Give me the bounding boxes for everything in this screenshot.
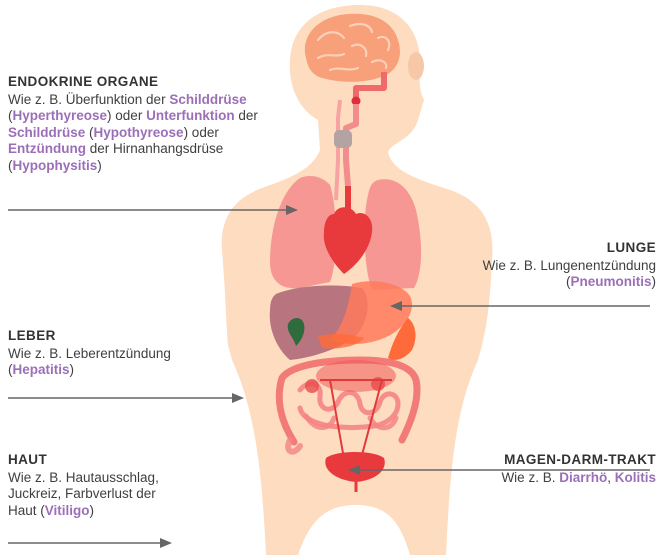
thyroid bbox=[334, 130, 352, 148]
label-description: Wie z. B. Überfunktion der Schilddrüse (… bbox=[8, 92, 270, 175]
label-title: LUNGE bbox=[416, 240, 656, 257]
text-segment: ) oder bbox=[107, 108, 146, 123]
text-segment: ) bbox=[652, 274, 657, 289]
label-endokrine-organe: ENDOKRINE ORGANE Wie z. B. Überfunktion … bbox=[8, 74, 270, 174]
label-title: HAUT bbox=[8, 452, 176, 469]
label-haut: HAUT Wie z. B. Hautausschlag, Juckreiz, … bbox=[8, 452, 176, 519]
highlighted-term: Pneumonitis bbox=[570, 274, 651, 289]
highlighted-term: Hyperthyreose bbox=[13, 108, 108, 123]
text-segment: , bbox=[607, 470, 615, 485]
text-segment: ) bbox=[70, 362, 75, 377]
highlighted-term: Schilddrüse bbox=[8, 125, 85, 140]
text-segment: ( bbox=[85, 125, 93, 140]
label-description: Wie z. B. Diarrhö, Kolitis bbox=[456, 470, 656, 487]
text-segment: Wie z. B. bbox=[501, 470, 559, 485]
arrow-haut bbox=[8, 538, 172, 548]
label-leber: LEBER Wie z. B. Leberentzündung (Hepatit… bbox=[8, 328, 208, 379]
highlighted-term: Vitiligo bbox=[45, 503, 90, 518]
text-segment: ) bbox=[97, 158, 102, 173]
label-title: ENDOKRINE ORGANE bbox=[8, 74, 270, 91]
text-segment: ) bbox=[90, 503, 95, 518]
label-title: MAGEN-DARM-TRAKT bbox=[456, 452, 656, 469]
highlighted-term: Hepatitis bbox=[13, 362, 70, 377]
highlighted-term: Schilddrüse bbox=[169, 92, 246, 107]
text-segment: Wie z. B. Überfunktion der bbox=[8, 92, 169, 107]
highlighted-term: Kolitis bbox=[615, 470, 656, 485]
ear bbox=[408, 52, 424, 80]
label-lunge: LUNGE Wie z. B. Lungenentzündung (Pneumo… bbox=[416, 240, 656, 291]
label-description: Wie z. B. Leberentzündung (Hepatitis) bbox=[8, 346, 208, 379]
label-title: LEBER bbox=[8, 328, 208, 345]
highlighted-term: Hypophysitis bbox=[13, 158, 98, 173]
text-segment: der bbox=[235, 108, 258, 123]
text-segment: ) oder bbox=[184, 125, 219, 140]
label-description: Wie z. B. Hautausschlag, Juckreiz, Farbv… bbox=[8, 470, 176, 520]
highlighted-term: Unterfunktion bbox=[146, 108, 235, 123]
highlighted-term: Entzündung bbox=[8, 141, 86, 156]
arrow-leber bbox=[8, 393, 244, 403]
highlighted-term: Diarrhö bbox=[559, 470, 607, 485]
label-description: Wie z. B. Lungenentzündung (Pneumonitis) bbox=[416, 258, 656, 291]
brain bbox=[305, 14, 400, 82]
label-magen-darm-trakt: MAGEN-DARM-TRAKT Wie z. B. Diarrhö, Koli… bbox=[456, 452, 656, 486]
highlighted-term: Hypothyreose bbox=[94, 125, 184, 140]
